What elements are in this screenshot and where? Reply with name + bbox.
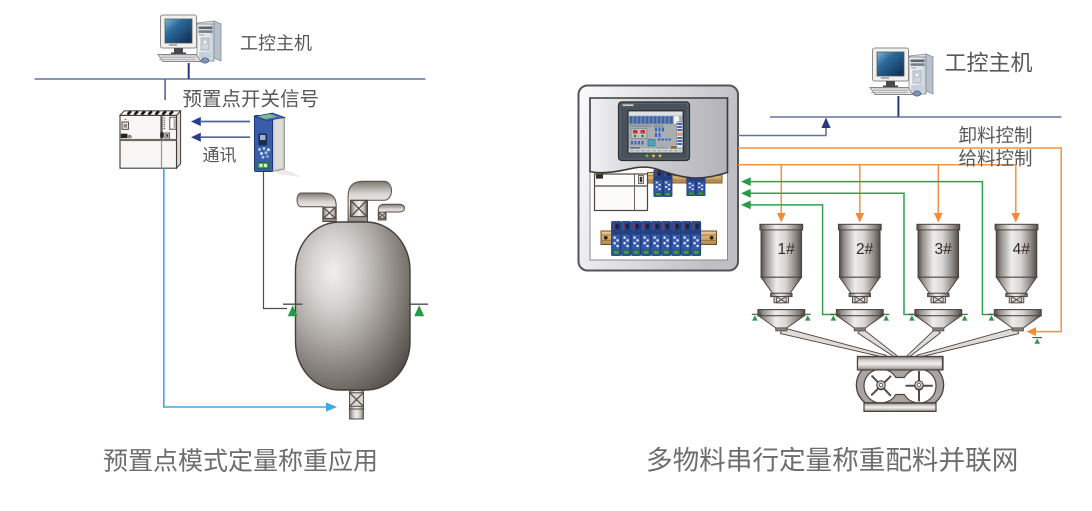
- svg-text:预置点开关信号: 预置点开关信号: [183, 89, 320, 111]
- svg-text:2#: 2#: [856, 241, 874, 258]
- svg-text:给料控制: 给料控制: [959, 148, 1033, 169]
- svg-text:通讯: 通讯: [203, 146, 237, 165]
- svg-text:工控主机: 工控主机: [945, 51, 1033, 76]
- svg-text:工控主机: 工控主机: [240, 34, 312, 54]
- svg-text:多物料串行定量称重配料并联网: 多物料串行定量称重配料并联网: [646, 446, 1018, 476]
- svg-text:预置点模式定量称重应用: 预置点模式定量称重应用: [103, 448, 378, 476]
- svg-text:1#: 1#: [777, 241, 795, 258]
- svg-text:4#: 4#: [1013, 241, 1031, 258]
- svg-text:卸料控制: 卸料控制: [959, 125, 1033, 146]
- svg-text:3#: 3#: [934, 241, 952, 258]
